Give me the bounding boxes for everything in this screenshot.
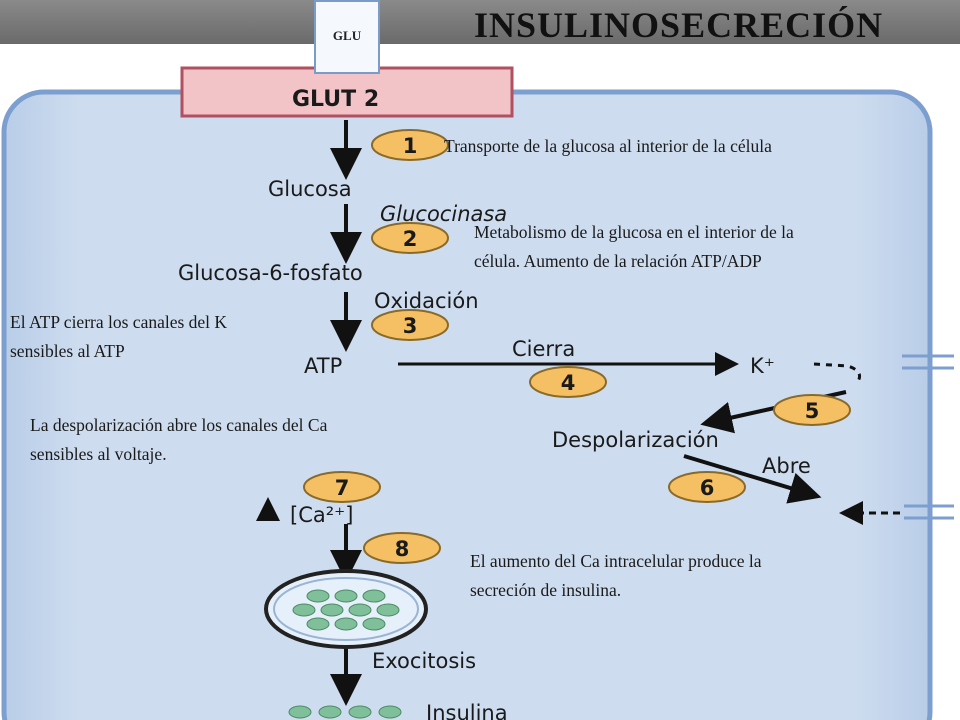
page-title: INSULINOSECRECIÓN <box>474 5 884 45</box>
step-badge-7: 7 <box>303 471 381 503</box>
note-atp-cierra: El ATP cierra los canales del K sensible… <box>10 312 228 361</box>
svg-text:1: 1 <box>403 134 418 158</box>
step-badge-6: 6 <box>668 471 746 503</box>
svg-text:8: 8 <box>395 537 410 561</box>
label-glucosa: Glucosa <box>268 177 352 201</box>
label-ca-ion: [Ca²⁺] <box>290 503 353 527</box>
label-g6p: Glucosa-6-fosfato <box>178 261 363 285</box>
secretory-vesicle <box>264 569 428 649</box>
label-atp: ATP <box>304 354 342 378</box>
note-metabolismo: Metabolismo de la glucosa en el interior… <box>474 222 794 271</box>
step-badge-5: 5 <box>773 394 851 426</box>
note-ca-insulina: El aumento del Ca intracelular produce l… <box>470 551 762 600</box>
step-badge-8: 8 <box>363 532 441 564</box>
svg-text:6: 6 <box>700 476 715 500</box>
glut2-label: GLUT 2 <box>292 87 379 112</box>
label-glucocinasa: Glucocinasa <box>380 202 507 226</box>
step-badge-3: 3 <box>371 309 449 341</box>
step-badge-2: 2 <box>371 222 449 254</box>
label-abre: Abre <box>762 454 811 478</box>
glu-label: GLU <box>332 28 362 43</box>
label-insulina: Insulina <box>426 701 508 720</box>
label-exocitosis: Exocitosis <box>372 649 476 673</box>
label-despolarizacion: Despolarización <box>552 428 719 452</box>
note-transporte: Transporte de la glucosa al interior de … <box>444 136 772 156</box>
label-oxidacion: Oxidación <box>374 289 479 313</box>
svg-text:7: 7 <box>335 476 350 500</box>
svg-text:5: 5 <box>805 399 820 423</box>
step-badge-1: 1 <box>371 129 449 161</box>
secreted-insulin <box>288 705 402 719</box>
arrow-despolarizacion-to-ca-channel <box>683 454 822 504</box>
glucose-box: GLU <box>314 0 380 74</box>
step-badge-4: 4 <box>529 366 607 398</box>
svg-text:4: 4 <box>561 371 576 395</box>
svg-text:3: 3 <box>403 314 418 338</box>
insulin-granules <box>292 589 400 631</box>
note-despolarizacion: La despolarización abre los canales del … <box>30 415 328 464</box>
label-k-ion: K⁺ <box>750 354 775 378</box>
svg-text:2: 2 <box>403 227 418 251</box>
label-cierra: Cierra <box>512 337 575 361</box>
title-bar <box>0 0 960 44</box>
